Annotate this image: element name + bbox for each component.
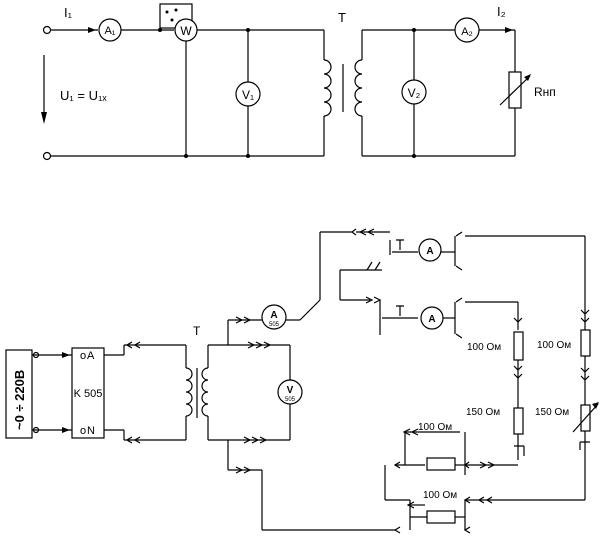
k505-label: K 505 — [74, 388, 103, 400]
ammeter-lower-label: A — [428, 314, 435, 325]
transformer-primary-coil — [323, 59, 332, 117]
resistor-100-bottom — [426, 510, 456, 524]
voltmeter-v1-label: V₁ — [242, 88, 254, 102]
current-label: I₁ — [64, 5, 73, 20]
source-label: ~0 ÷ 220В — [12, 370, 27, 430]
wattmeter-label: W — [180, 24, 192, 38]
source-box — [5, 349, 33, 439]
meter-a-505 — [261, 304, 287, 330]
voltage-label: U₁ = U₁ₓ — [60, 88, 107, 103]
ammeter-upper — [418, 238, 442, 262]
meter-a-505-label: A — [270, 310, 277, 321]
terminal-a-prefix: o — [80, 350, 86, 362]
transformer-label: T — [338, 10, 346, 25]
ammeter-a1-label: A₁ — [104, 25, 115, 37]
load-label: Rнп — [534, 85, 556, 99]
meter-v-505-label: V — [287, 385, 294, 396]
resistor-100-mid — [426, 457, 456, 471]
terminal-n-label: N — [87, 425, 95, 437]
res-100-right-label: 100 Ом — [537, 340, 571, 351]
bottom-schematic: ~0 ÷ 220В K 505 o A o N T — [5, 228, 599, 534]
top-schematic: I₁ A₁ W V₁ U₁ = U₁ₓ T — [41, 3, 556, 161]
terminal-n-prefix: o — [80, 425, 86, 437]
res-100-bottom-label: 100 Ом — [423, 490, 457, 501]
resistor-100-left — [513, 331, 524, 361]
transformer-b-primary — [185, 367, 193, 417]
input-terminal-top — [42, 25, 52, 35]
res-150-right-label: 150 Ом — [535, 407, 569, 418]
transformer-b-label: T — [193, 324, 201, 338]
voltmeter-v2-label: V₂ — [408, 86, 421, 100]
res-150-left-label: 150 Ом — [466, 407, 500, 418]
terminal-a-label: A — [87, 350, 95, 362]
res-100-mid-label: 100 Ом — [418, 422, 452, 433]
ammeter-a2-label: A₂ — [461, 26, 473, 38]
current-arrow — [88, 27, 96, 33]
meter-v-505-sub: 505 — [285, 397, 296, 403]
switch-lower — [396, 305, 404, 316]
switch-upper — [396, 239, 404, 250]
meter-a-505-sub: 505 — [269, 322, 280, 328]
resistor-150-left — [513, 407, 524, 435]
ammeter-upper-label: A — [426, 246, 433, 257]
current2-label: I₂ — [497, 4, 506, 19]
k505-box — [71, 347, 105, 439]
resistor-100-right — [580, 329, 591, 357]
transformer-secondary-coil — [354, 59, 363, 117]
transformer-b-secondary — [201, 367, 209, 417]
res-100-left-label: 100 Ом — [467, 342, 501, 353]
input-terminal-bottom — [42, 151, 52, 161]
